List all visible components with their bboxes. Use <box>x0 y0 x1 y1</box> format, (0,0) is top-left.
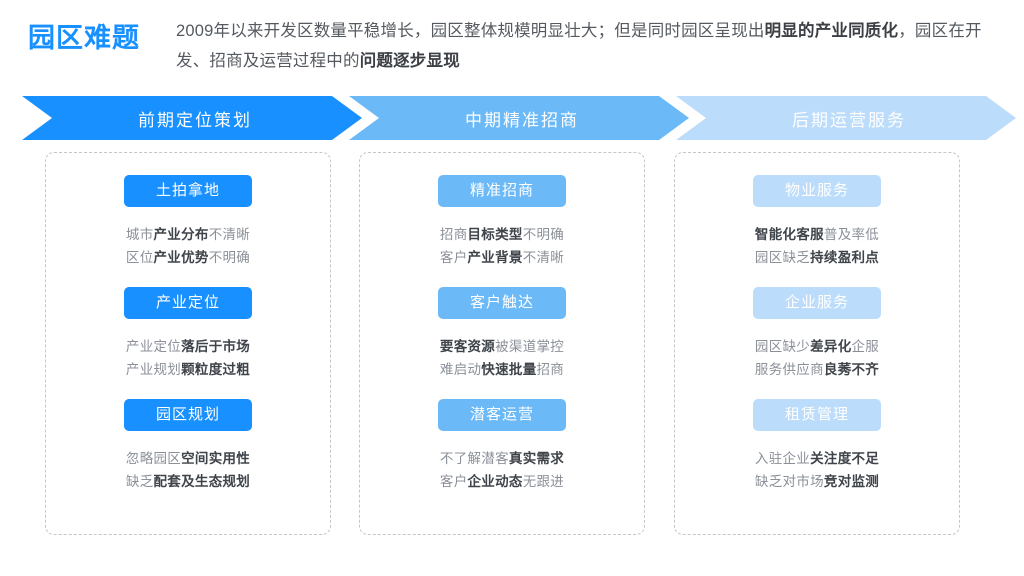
topic-issues: 入驻企业关注度不足 缺乏对市场竞对监测 <box>675 447 959 493</box>
issue-line: 招商目标类型不明确 <box>439 227 565 242</box>
topic-pill[interactable]: 客户触达 <box>438 287 566 319</box>
topic-issues: 忽略园区空间实用性 缺乏配套及生态规划 <box>46 447 330 493</box>
topic-block: 租赁管理 入驻企业关注度不足 缺乏对市场竞对监测 <box>675 399 959 493</box>
topic-pill[interactable]: 产业定位 <box>124 287 252 319</box>
issue-line: 难启动快速批量招商 <box>439 362 565 377</box>
stage-columns: 土拍拿地 城市产业分布不清晰 区位产业优势不明确 产业定位 产业定位落后于市场 … <box>0 152 1024 542</box>
issue-line: 区位产业优势不明确 <box>125 250 251 265</box>
issue-line: 园区缺少差异化企服 <box>754 339 880 354</box>
stage-arrow-2-label: 中期精准招商 <box>465 110 579 130</box>
topic-pill[interactable]: 土拍拿地 <box>124 175 252 207</box>
topic-pill[interactable]: 企业服务 <box>753 287 881 319</box>
stage-arrow-3-label: 后期运营服务 <box>792 110 906 130</box>
topic-block: 园区规划 忽略园区空间实用性 缺乏配套及生态规划 <box>46 399 330 493</box>
stage-column-1: 土拍拿地 城市产业分布不清晰 区位产业优势不明确 产业定位 产业定位落后于市场 … <box>45 152 331 535</box>
issue-line: 缺乏对市场竞对监测 <box>754 474 880 489</box>
topic-pill[interactable]: 租赁管理 <box>753 399 881 431</box>
stage-arrow-1-label: 前期定位策划 <box>138 110 252 130</box>
stage-column-2: 精准招商 招商目标类型不明确 客户产业背景不清晰 客户触达 要客资源被渠道掌控 … <box>359 152 645 535</box>
topic-issues: 产业定位落后于市场 产业规划颗粒度过粗 <box>46 335 330 381</box>
issue-line: 服务供应商良莠不齐 <box>754 362 880 377</box>
topic-issues: 要客资源被渠道掌控 难启动快速批量招商 <box>360 335 644 381</box>
topic-block: 物业服务 智能化客服普及率低 园区缺乏持续盈利点 <box>675 175 959 269</box>
issue-line: 缺乏配套及生态规划 <box>125 474 251 489</box>
topic-issues: 招商目标类型不明确 客户产业背景不清晰 <box>360 223 644 269</box>
issue-line: 要客资源被渠道掌控 <box>439 339 565 354</box>
topic-pill[interactable]: 精准招商 <box>438 175 566 207</box>
slide-header: 园区难题 2009年以来开发区数量平稳增长，园区整体规模明显壮大；但是同时园区呈… <box>0 0 1024 92</box>
issue-line: 产业规划颗粒度过粗 <box>125 362 251 377</box>
stage-arrow-2[interactable]: 中期精准招商 <box>349 96 689 140</box>
issue-line: 园区缺乏持续盈利点 <box>754 250 880 265</box>
issue-line: 客户企业动态无跟进 <box>439 474 565 489</box>
topic-block: 精准招商 招商目标类型不明确 客户产业背景不清晰 <box>360 175 644 269</box>
stage-column-3: 物业服务 智能化客服普及率低 园区缺乏持续盈利点 企业服务 园区缺少差异化企服 … <box>674 152 960 535</box>
page-title: 园区难题 <box>28 23 140 53</box>
topic-issues: 不了解潜客真实需求 客户企业动态无跟进 <box>360 447 644 493</box>
topic-issues: 城市产业分布不清晰 区位产业优势不明确 <box>46 223 330 269</box>
topic-block: 土拍拿地 城市产业分布不清晰 区位产业优势不明确 <box>46 175 330 269</box>
topic-block: 企业服务 园区缺少差异化企服 服务供应商良莠不齐 <box>675 287 959 381</box>
stage-arrow-1[interactable]: 前期定位策划 <box>22 96 362 140</box>
issue-line: 产业定位落后于市场 <box>125 339 251 354</box>
issue-line: 城市产业分布不清晰 <box>125 227 251 242</box>
issue-line: 入驻企业关注度不足 <box>754 451 880 466</box>
topic-issues: 智能化客服普及率低 园区缺乏持续盈利点 <box>675 223 959 269</box>
topic-block: 产业定位 产业定位落后于市场 产业规划颗粒度过粗 <box>46 287 330 381</box>
stage-arrow-band: 前期定位策划 中期精准招商 后期运营服务 <box>0 96 1024 140</box>
issue-line: 客户产业背景不清晰 <box>439 250 565 265</box>
stage-arrow-3[interactable]: 后期运营服务 <box>676 96 1016 140</box>
topic-pill[interactable]: 物业服务 <box>753 175 881 207</box>
issue-line: 不了解潜客真实需求 <box>439 451 565 466</box>
issue-line: 忽略园区空间实用性 <box>125 451 251 466</box>
issue-line: 智能化客服普及率低 <box>754 227 880 242</box>
topic-issues: 园区缺少差异化企服 服务供应商良莠不齐 <box>675 335 959 381</box>
topic-block: 潜客运营 不了解潜客真实需求 客户企业动态无跟进 <box>360 399 644 493</box>
topic-pill[interactable]: 园区规划 <box>124 399 252 431</box>
slide-subtitle: 2009年以来开发区数量平稳增长，园区整体规模明显壮大；但是同时园区呈现出明显的… <box>176 22 982 70</box>
topic-block: 客户触达 要客资源被渠道掌控 难启动快速批量招商 <box>360 287 644 381</box>
topic-pill[interactable]: 潜客运营 <box>438 399 566 431</box>
